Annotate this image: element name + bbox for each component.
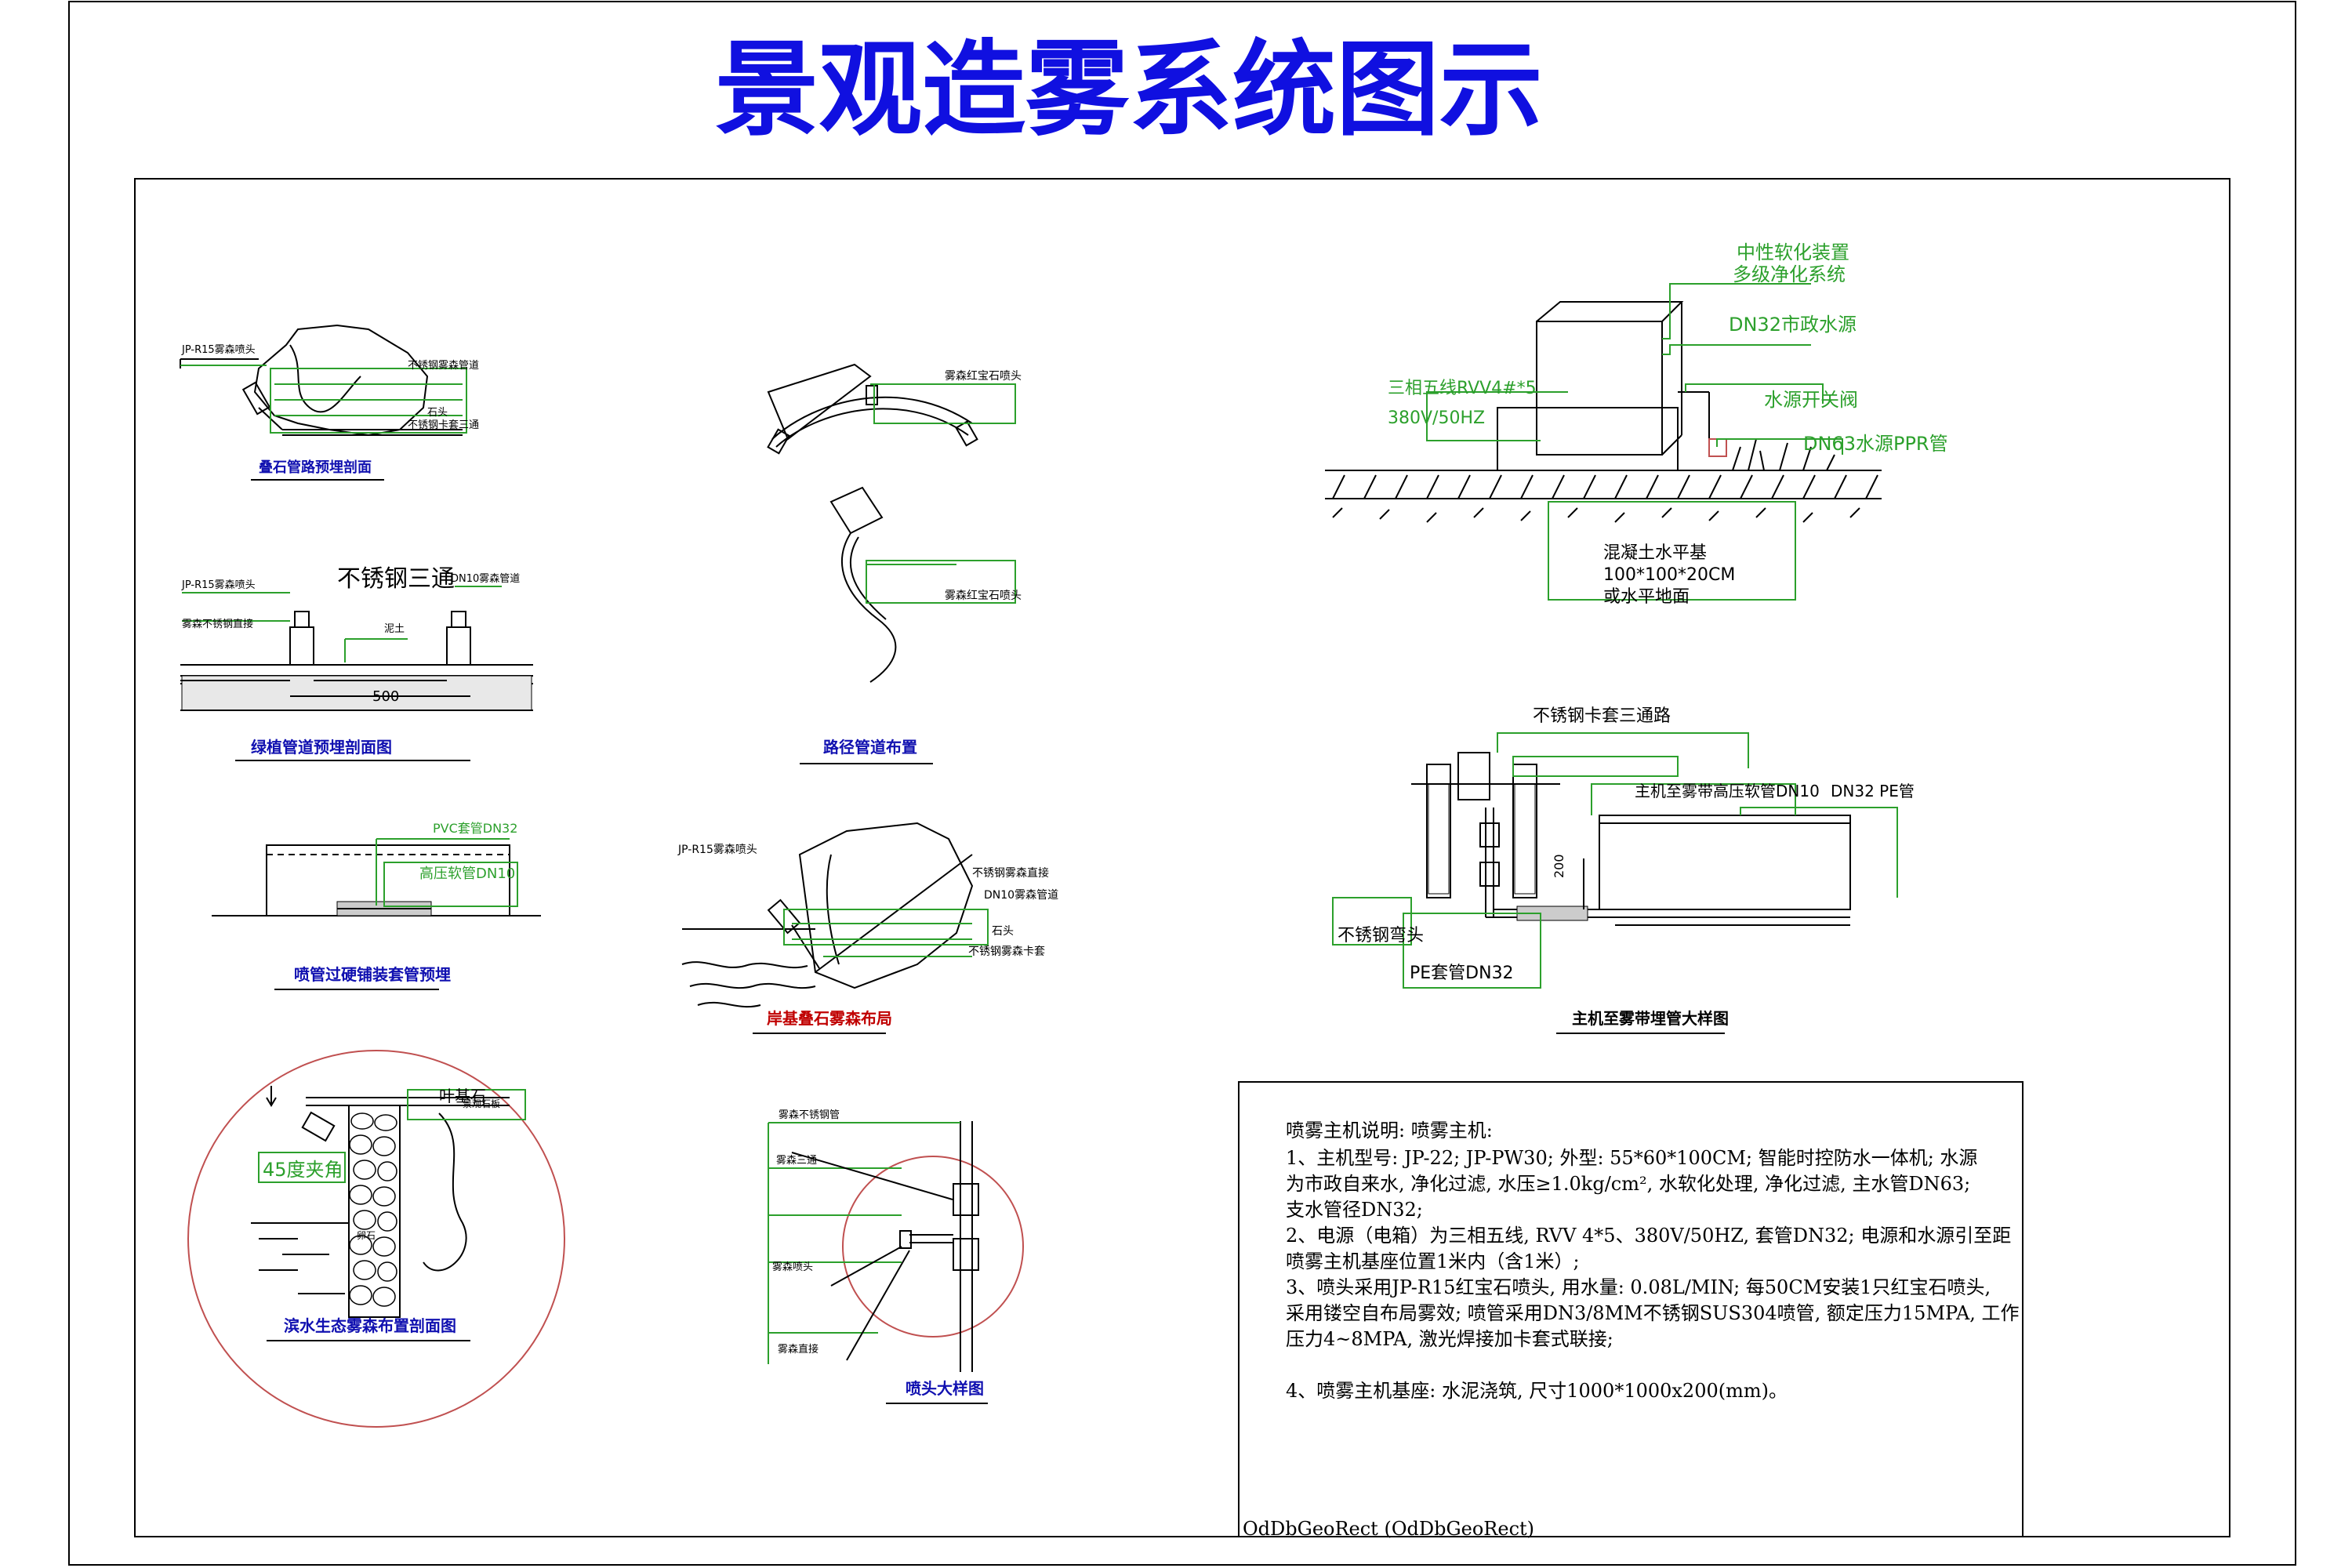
label-dn10: DN10雾森管道 <box>451 573 520 585</box>
label-tee: 不锈钢三通 <box>337 565 455 593</box>
label-cross: 不锈钢卡套三通路 <box>1533 706 1671 726</box>
label-stone: 石头 <box>992 925 1014 938</box>
label-connector: 雾森不锈钢直接 <box>182 618 253 630</box>
notes-title: 喷雾主机说明: 喷雾主机: <box>1286 1120 1493 1142</box>
caption-f4: 喷管过硬铺装套管预埋 <box>294 965 451 984</box>
label-ss-pipe: 雾森不锈钢管 <box>779 1109 840 1121</box>
label-valve: 水源开关阀 <box>1764 389 1858 411</box>
notes-line-6: 3、喷头采用JP-R15红宝石喷头, 用水量: 0.08L/MIN; 每50CM… <box>1286 1276 1991 1298</box>
label-nozzle: JP-R15雾森喷头 <box>677 844 757 856</box>
notes-line-2: 为市政自来水, 净化过滤, 水压≥1.0kg/cm², 水软化处理, 净化过滤,… <box>1286 1173 1970 1195</box>
notes-line-8: 压力4~8MPA, 激光焊接加卡套式联接; <box>1286 1328 1613 1350</box>
notes-box: 喷雾主机说明: 喷雾主机: 1、主机型号: JP-22; JP-PW30; 外型… <box>1238 1081 2024 1540</box>
label-ground: 或水平地面 <box>1603 587 1690 607</box>
label-nozzle: 雾森喷头 <box>772 1261 813 1273</box>
notes-footer: OdDbGeoRect (OdDbGeoRect) <box>1243 1518 1534 1540</box>
label-nozzle: JP-R15雾森喷头 <box>181 579 256 591</box>
label-200: 200 <box>1552 854 1566 878</box>
label-tee: 不锈钢卡套三通 <box>408 419 479 431</box>
label-concrete: 混凝土水平基 <box>1603 543 1707 563</box>
caption-f1: 叠石管路预埋剖面 <box>259 459 372 476</box>
label-dn63: DN63水源PPR管 <box>1803 433 1948 455</box>
notes-line-1: 1、主机型号: JP-22; JP-PW30; 外型: 55*60*100CM;… <box>1286 1147 1977 1169</box>
label-hose: 高压软管DN10 <box>419 866 515 882</box>
label-connector: 不锈钢雾森直接 <box>972 866 1049 880</box>
label-purification: 多级净化系统 <box>1733 263 1846 285</box>
caption-f6: 滨水生态雾森布置剖面图 <box>284 1316 456 1335</box>
label-dn10: DN10雾森管道 <box>984 889 1058 902</box>
label-softener: 中性软化装置 <box>1737 241 1849 263</box>
figure-buried-pipe-detail: 200 不锈钢卡套三通路 主机至雾带高压软管DN10 DN32 PE管 不锈钢弯… <box>1332 706 1915 1034</box>
label-pipe: 不锈钢雾森管道 <box>408 360 479 372</box>
label-ye-stone: 叶基石 <box>439 1087 486 1105</box>
figure-nozzle-detail: 雾森不锈钢管 雾森三通 雾森喷头 雾森直接 喷头大样图 <box>768 1109 1024 1404</box>
figure-path-pipe-layout: 雾森红宝石喷头 雾森红宝石喷头 路径管道布置 <box>767 363 1022 764</box>
label-stone: 石头 <box>427 407 448 419</box>
notes-line-3: 支水管径DN32; <box>1286 1199 1423 1221</box>
figure-waterfront-section: 叶基石 景观石板 45度夹角 卵石 滨水生态雾森布置剖面图 <box>187 1050 565 1428</box>
label-dn32-source: DN32市政水源 <box>1729 314 1857 336</box>
caption-f5: 岸基叠石雾森布局 <box>767 1009 892 1028</box>
figure-green-planting-section: JP-R15雾森喷头 不锈钢三通 DN10雾森管道 雾森不锈钢直接 泥土 500… <box>180 565 533 761</box>
notes-line-7: 采用镂空自布局雾效; 喷管采用DN3/8MM不锈钢SUS304喷管, 额定压力1… <box>1286 1302 2020 1324</box>
label-pe: DN32 PE管 <box>1831 782 1915 800</box>
label-nozzle-b: 雾森红宝石喷头 <box>945 590 1022 602</box>
label-power: 三相五线RVV4#*5 <box>1388 379 1537 398</box>
label-elbow: 不锈钢弯头 <box>1338 926 1424 946</box>
label-size: 100*100*20CM <box>1603 565 1735 585</box>
notes-line-10: 4、喷雾主机基座: 水泥浇筑, 尺寸1000*1000x200(mm)。 <box>1286 1380 1788 1402</box>
caption-f3: 路径管道布置 <box>823 738 917 757</box>
label-nozzle: JP-R15雾森喷头 <box>181 344 256 356</box>
label-sleeve: PE套管DN32 <box>1410 964 1514 983</box>
caption-f9: 主机至雾带埋管大样图 <box>1572 1009 1729 1028</box>
notes-line-5: 喷雾主机基座位置1米内（含1米）; <box>1286 1250 1580 1272</box>
page-title: 景观造雾系统图示 <box>715 30 1543 151</box>
label-connector: 雾森直接 <box>778 1343 818 1356</box>
figure-main-unit-installation: 中性软化装置 多级净化系统 DN32市政水源 三相五线RVV4#*5 380V/… <box>1325 241 1948 607</box>
outer-border <box>68 1 2296 1566</box>
label-hose: 主机至雾带高压软管DN10 <box>1635 782 1820 800</box>
label-pebble: 卵石 <box>357 1230 376 1241</box>
label-slab: 景观石板 <box>463 1098 500 1109</box>
label-45deg: 45度夹角 <box>263 1159 343 1181</box>
label-tee: 雾森三通 <box>776 1155 817 1167</box>
caption-f2: 绿植管道预埋剖面图 <box>251 738 392 757</box>
label-nozzle-a: 雾森红宝石喷头 <box>945 370 1022 383</box>
figure-sleeve-under-paving: PVC套管DN32 高压软管DN10 喷管过硬铺装套管预埋 <box>212 821 541 990</box>
caption-f7: 喷头大样图 <box>906 1379 984 1398</box>
label-soil: 泥土 <box>384 623 405 635</box>
notes-line-4: 2、电源（电箱）为三相五线, RVV 4*5、380V/50HZ, 套管DN32… <box>1286 1225 2011 1247</box>
label-voltage: 380V/50HZ <box>1388 408 1485 428</box>
figure-bank-stone-layout: JP-R15雾森喷头 不锈钢雾森直接 DN10雾森管道 石头 不锈钢雾森卡套 岸… <box>677 822 1058 1034</box>
label-500: 500 <box>372 688 399 705</box>
label-ferrule: 不锈钢雾森卡套 <box>968 946 1045 958</box>
figure-stacked-stone-section: JP-R15雾森喷头 不锈钢雾森管道 石头 不锈钢卡套三通 叠石管路预埋剖面 <box>180 324 479 481</box>
inner-frame <box>134 178 2230 1537</box>
label-pvc: PVC套管DN32 <box>433 821 517 836</box>
